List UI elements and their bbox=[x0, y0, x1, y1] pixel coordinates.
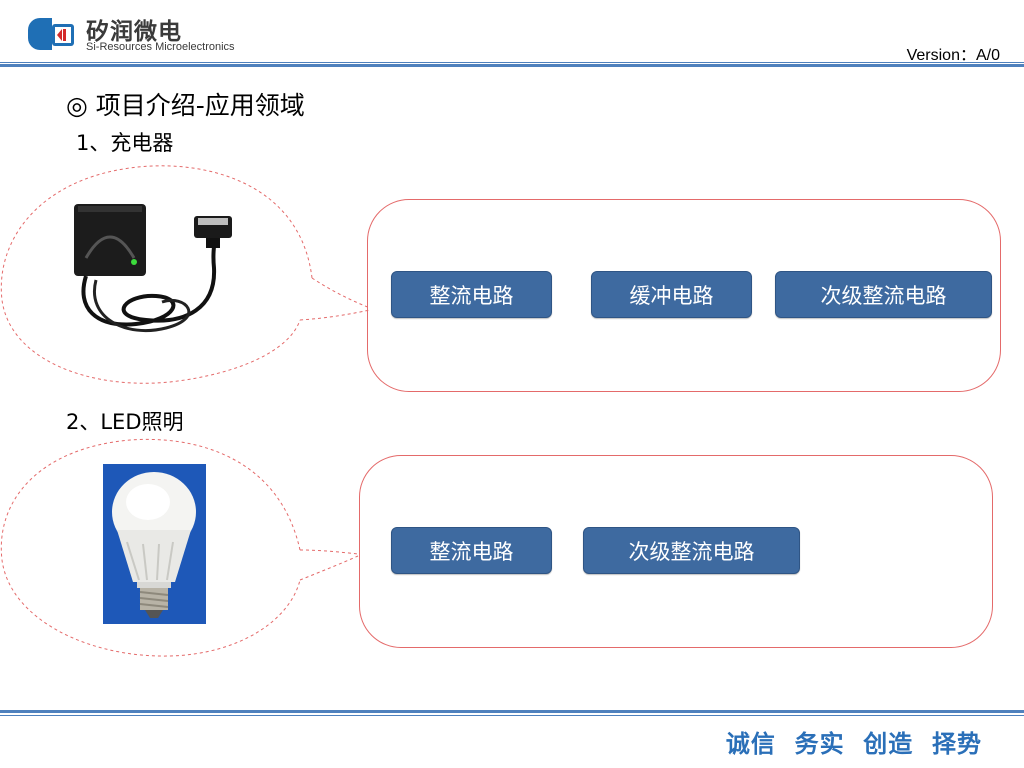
charger-circuit-group bbox=[367, 199, 1001, 392]
led-rectifier-circuit-block[interactable]: 整流电路 bbox=[391, 527, 552, 574]
charger-callout-bubble bbox=[0, 165, 371, 384]
version-label: Version：A/0 bbox=[906, 47, 1000, 64]
snubber-circuit-block[interactable]: 缓冲电路 bbox=[591, 271, 752, 318]
section-heading-charger: 1、充电器 bbox=[76, 131, 174, 155]
header-divider bbox=[0, 62, 1024, 63]
slide-title: ◎ 项目介绍-应用领域 bbox=[66, 91, 305, 120]
charger-image bbox=[74, 204, 232, 333]
footer-slogan: 诚信 务实 创造 择势 bbox=[725, 730, 982, 758]
rectifier-circuit-block[interactable]: 整流电路 bbox=[391, 271, 552, 318]
header-divider-thick bbox=[0, 64, 1024, 67]
company-name-en: Si-Resources Microelectronics bbox=[86, 41, 235, 53]
company-name-cn: 矽润微电 bbox=[86, 19, 182, 45]
section-heading-led: 2、LED照明 bbox=[66, 410, 184, 434]
secondary-rectifier-block[interactable]: 次级整流电路 bbox=[775, 271, 992, 318]
led-callout-bubble bbox=[0, 438, 359, 657]
led-bulb-image bbox=[103, 464, 206, 624]
led-secondary-rectifier-block[interactable]: 次级整流电路 bbox=[583, 527, 800, 574]
footer-divider bbox=[0, 715, 1024, 716]
footer-divider-thick bbox=[0, 710, 1024, 713]
led-circuit-group bbox=[359, 455, 993, 648]
company-logo-icon bbox=[28, 18, 74, 50]
